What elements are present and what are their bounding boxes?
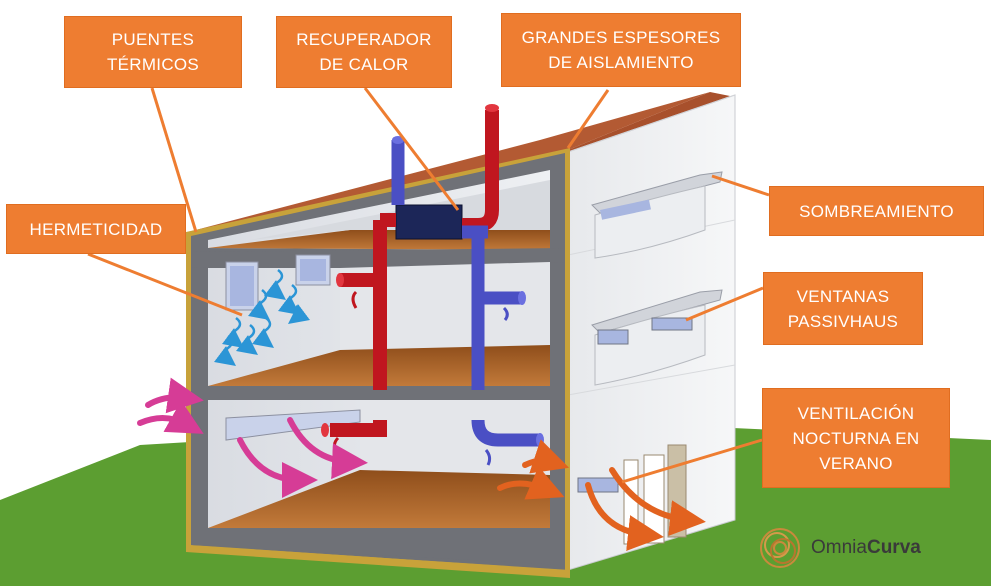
label-sombreamiento: SOMBREAMIENTO — [769, 186, 984, 236]
night-airflow-pink — [137, 377, 368, 498]
side-door-2 — [643, 454, 665, 544]
side-window-lower — [577, 477, 619, 493]
cold-ducts — [391, 140, 540, 447]
label-ventanas-passivhaus: VENTANAS PASSIVHAUS — [763, 272, 923, 345]
heat-recovery-unit — [395, 204, 463, 240]
lower-floor — [208, 470, 550, 528]
label-recuperador-de-calor: RECUPERADOR DE CALOR — [276, 16, 452, 88]
leader-lines — [87, 87, 770, 484]
night-airflow-orange — [497, 439, 706, 551]
brand-name: OmniaCurva — [811, 537, 921, 558]
roof — [188, 92, 730, 232]
brand-logo: OmniaCurva — [757, 522, 921, 574]
hot-ducts — [330, 110, 499, 437]
draft-arrows — [213, 269, 311, 367]
label-ventilacion-nocturna: VENTILACIÓN NOCTURNA EN VERANO — [762, 388, 950, 488]
omniacurva-logo-icon — [760, 528, 800, 568]
upper-room-back-wall — [340, 262, 550, 350]
label-puentes-termicos: PUENTES TÉRMICOS — [64, 16, 242, 88]
label-grandes-espesores-aislamiento: GRANDES ESPESORES DE AISLAMIENTO — [501, 13, 741, 87]
label-hermeticidad: HERMETICIDAD — [6, 204, 186, 254]
lower-room-back-wall — [360, 400, 550, 475]
shading-device-top — [591, 171, 723, 214]
